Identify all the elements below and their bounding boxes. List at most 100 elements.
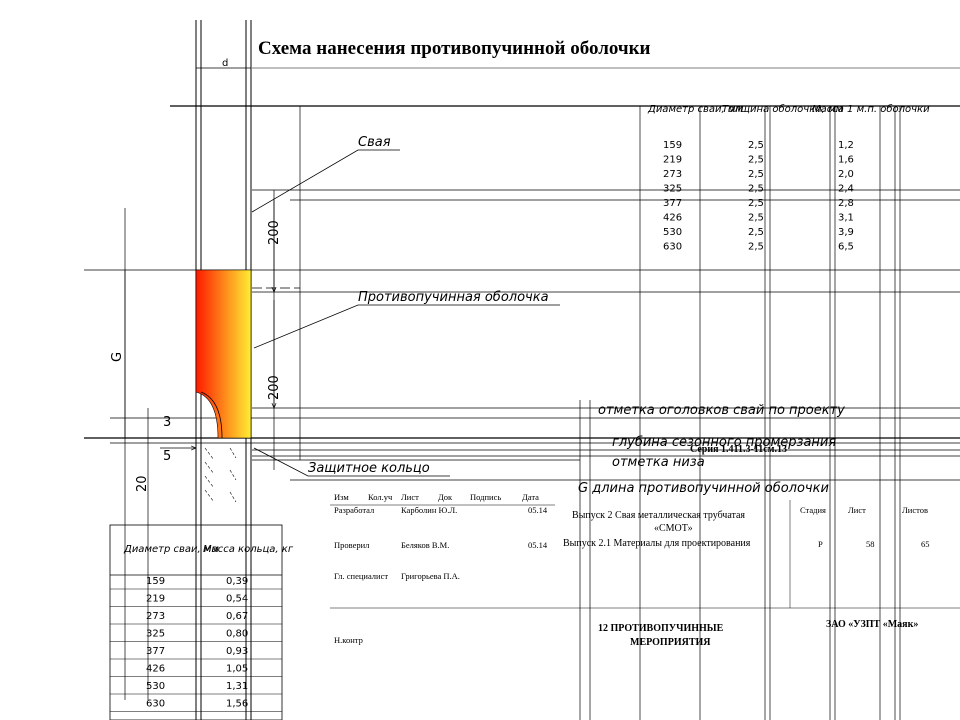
ring-table-header-2: Масса кольца, кг [203, 544, 294, 555]
coating-table-header-2: Толщина оболочки, мм [722, 103, 844, 115]
coating-table-cell: 1,6 [838, 155, 854, 166]
ring-table-cell: 273 [146, 611, 165, 622]
sheet-value: 58 [866, 539, 875, 549]
coating-table-cell: 2,5 [748, 227, 764, 238]
coating-table-cell: 630 [663, 242, 682, 253]
coating-table-cell: 2,0 [838, 169, 854, 180]
issue-2: Выпуск 2.1 Материалы для проектирования [563, 538, 751, 549]
coating-table-header-1: Диаметр сваи, мм [647, 104, 743, 115]
ring-table-cell: 530 [146, 681, 165, 692]
coating-table-cell: 2,4 [838, 184, 854, 195]
ring-table-cell: 325 [146, 629, 165, 640]
anti-heave-coating [195, 269, 252, 439]
ring-table-cell: 0,54 [226, 594, 248, 605]
issue-1-line1: Выпуск 2 Свая металлическая трубчатая [572, 510, 745, 521]
pile-label: Свая [358, 135, 391, 150]
title-block-name: Беляков В.М. [401, 540, 449, 550]
dimension-200-top: 200 [267, 220, 282, 245]
stage-header: Стадия [800, 505, 826, 515]
coating-table-header-3: Масса 1 м.п. оболочки [812, 103, 930, 115]
coating-table-cell: 325 [663, 184, 682, 195]
coating-table-cell: 6,5 [838, 242, 854, 253]
dimension-g: G [110, 352, 125, 362]
title-block-col-header: Дата [522, 492, 539, 502]
drawing-title: Схема нанесения противопучинной оболочки [258, 38, 651, 59]
coating-table-cell: 273 [663, 169, 682, 180]
coating-table-cell: 2,5 [748, 213, 764, 224]
coating-leader [253, 304, 560, 349]
coating-table-cell: 426 [663, 213, 682, 224]
freeze-depth-label: глубина сезонного промерзания [612, 435, 836, 450]
section-name: 12 ПРОТИВОПУЧИННЫЕ [598, 623, 724, 634]
ring-table-cell: 219 [146, 594, 165, 605]
pile-leader [251, 149, 400, 213]
series-label: Серия 1.411.3-11см.13 [690, 444, 787, 455]
ring-table-cell: 0,39 [226, 576, 248, 587]
coating-table-cell: 3,9 [838, 227, 854, 238]
coating-table-cell: 2,5 [748, 198, 764, 209]
ring-label: Защитное кольцо [308, 461, 430, 476]
issue-1-line2: «СМОТ» [654, 523, 693, 534]
sheets-value: 65 [921, 539, 930, 549]
d-dimension-label: d [222, 58, 228, 69]
section-name-line2: МЕРОПРИЯТИЯ [630, 637, 711, 648]
coating-table-cell: 377 [663, 198, 682, 209]
title-block-role: Гл. специалист [334, 571, 388, 581]
coating-table-cell: 3,1 [838, 213, 854, 224]
ring-table-header-1: Диаметр сваи, мм [123, 544, 219, 555]
ring-table: Диаметр сваи, мм Масса кольца, кг 159 0,3… [109, 524, 294, 720]
title-block-date: 05.14 [528, 540, 548, 550]
coating-table-cell: 2,5 [748, 242, 764, 253]
dimension-20: 20 [135, 475, 150, 492]
dimension-3: 3 [163, 415, 171, 430]
ring-hatch [204, 447, 237, 503]
title-block-date: 05.14 [528, 505, 548, 515]
title-block-col-header: Изм [334, 492, 349, 502]
coating-table-cell: 2,5 [748, 155, 764, 166]
coating-table-cell: 530 [663, 227, 682, 238]
title-block-role: Разработал [334, 505, 375, 515]
mark-fill-label: отметка низа [612, 455, 705, 470]
ring-table-cell: 1,05 [226, 664, 248, 675]
coating-label: Противопучинная оболочка [358, 290, 549, 305]
ring-table-cell: 630 [146, 699, 165, 710]
title-block-name: Карболин Ю.Л. [401, 505, 457, 515]
ring-table-cell: 1,56 [226, 699, 248, 710]
ring-table-cell: 0,67 [226, 611, 248, 622]
coating-table-cell: 1,2 [838, 140, 854, 151]
horizontal-lines [84, 189, 960, 481]
coating-table-cell: 219 [663, 155, 682, 166]
title-block-role: Проверил [334, 540, 370, 550]
stage-value: Р [818, 539, 823, 549]
dimension-200-mid: 200 [267, 375, 282, 400]
title-block-role: Н.контр [334, 635, 363, 645]
ring-table-cell: 426 [146, 664, 165, 675]
dimension-5: 5 [163, 449, 171, 464]
sheets-header: Листов [902, 505, 928, 515]
vertical-guide-lines [124, 106, 901, 720]
protective-ring-shape [200, 391, 223, 439]
coating-table: Диаметр сваи, мм Толщина оболочки, мм Ма… [647, 103, 930, 253]
mark-head-label: отметка оголовков свай по проекту [598, 403, 845, 418]
title-block-name: Григорьева П.А. [401, 571, 460, 581]
ring-table-cell: 377 [146, 646, 165, 657]
coating-table-cell: 159 [663, 140, 682, 151]
title-block-col-header: Подпись [470, 492, 501, 502]
ring-leader [253, 447, 450, 477]
ring-table-cell: 159 [146, 576, 165, 587]
title-block-col-header: Док [438, 492, 453, 502]
sheet-header: Лист [848, 505, 866, 515]
ring-table-cell: 1,31 [226, 681, 248, 692]
ring-table-cell: 0,80 [226, 629, 248, 640]
coating-table-cell: 2,5 [748, 169, 764, 180]
coating-table-cell: 2,8 [838, 198, 854, 209]
g-length-label: G длина противопучинной оболочки [578, 481, 829, 496]
title-block-col-header: Лист [401, 492, 419, 502]
company-name: ЗАО «УЗПТ «Маяк» [826, 619, 918, 630]
coating-table-cell: 2,5 [748, 140, 764, 151]
coating-table-cell: 2,5 [748, 184, 764, 195]
title-block-col-header: Кол.уч [368, 492, 393, 502]
